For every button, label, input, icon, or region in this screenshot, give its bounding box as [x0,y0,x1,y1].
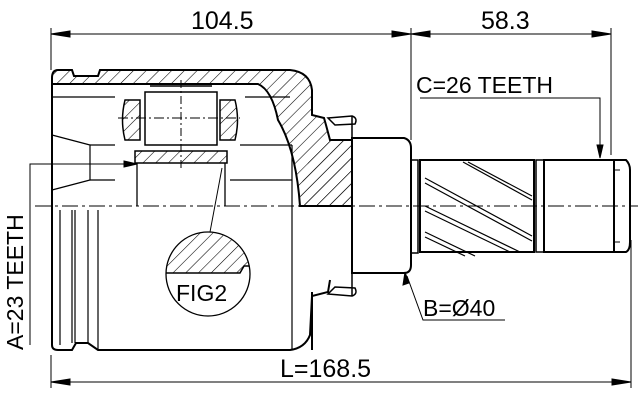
callout-detail-figure: FIG2 [176,280,228,306]
dimension-overall-length: L=168.5 [280,355,372,383]
seal-flange [300,115,412,350]
splined-shaft [411,159,631,257]
dimension-lines [50,28,632,388]
dimension-shaft-length: 58.3 [481,7,530,35]
tripod-roller [118,80,240,206]
callout-seal-diameter: B=Ø40 [423,295,496,321]
callout-leaders [29,97,604,345]
callout-outer-spline: C=26 TEETH [416,72,553,98]
callout-inner-spline: A=23 TEETH [2,214,28,350]
joint-housing [51,69,353,351]
dimension-joint-length: 104.5 [191,7,254,35]
